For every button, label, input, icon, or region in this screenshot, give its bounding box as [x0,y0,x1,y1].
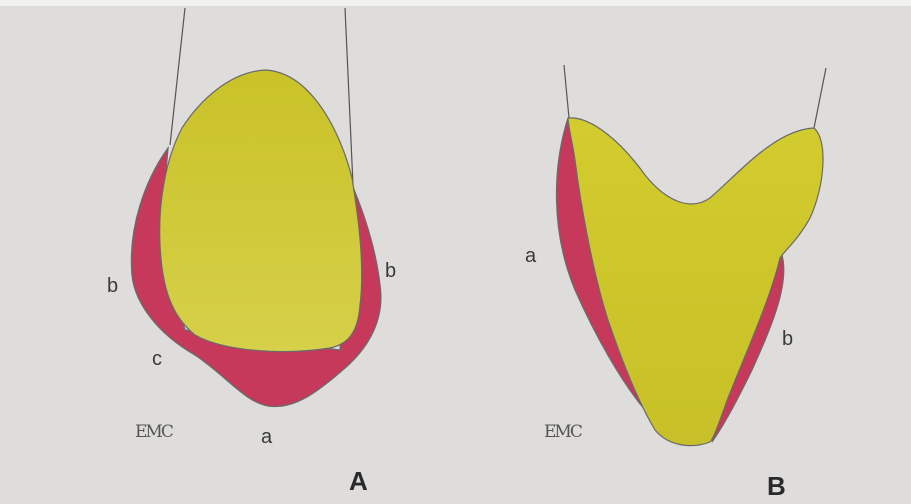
figure-a-label-a: a [261,426,273,448]
paper-top-edge [0,0,911,6]
figure-a-panel-label: A [349,466,368,496]
figure-b-label-b: b [782,328,793,350]
figure-a-label-b-left: b [107,275,118,297]
figure-b-publisher-logo: EMC [544,422,582,442]
figure-b-panel-label: B [767,471,786,501]
figure-b-label-a: a [525,245,537,267]
figure-a-label-c: c [152,348,162,370]
figure-a-label-b-right: b [385,260,396,282]
figure-a-publisher-logo: EMC [135,422,173,442]
